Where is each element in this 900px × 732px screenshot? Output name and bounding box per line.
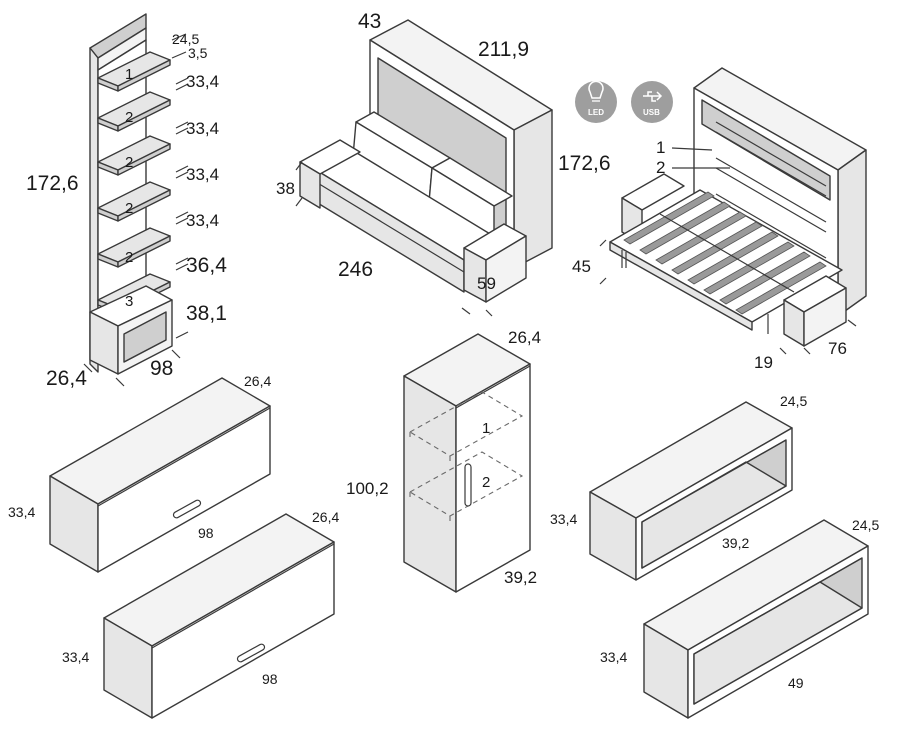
callout-1: 1 [656, 138, 665, 157]
led-icon-label: LED [588, 108, 604, 117]
cabinet-shelf-2: 2 [482, 474, 490, 491]
shelf-height-4-label: 33,4 [186, 211, 219, 230]
wall-bed-open-labels: 1 2 45 19 76 [572, 138, 847, 372]
wall-unit-upper-dimensions: 26,4 33,4 98 [8, 373, 271, 541]
open-depth-label: 76 [828, 339, 847, 358]
top-depth-label: 24,5 [172, 31, 199, 47]
cabinet-shelf-1: 1 [482, 420, 490, 437]
upper-shelf-depth-label: 24,5 [780, 393, 807, 409]
shelf-height-2-label: 33,4 [186, 119, 219, 138]
upper-unit-depth-label: 26,4 [244, 373, 271, 389]
lower-shelf-width-label: 49 [788, 675, 804, 691]
open-shelf-upper-drawing [589, 401, 793, 581]
open-shelf-lower-drawing [643, 519, 869, 719]
lower-unit-height-label: 33,4 [62, 649, 89, 665]
shelf-number-2a: 2 [125, 109, 133, 126]
arm-width-label: 59 [477, 274, 496, 293]
cabinet-depth-label: 26,4 [508, 328, 541, 347]
open-arm-width-label: 19 [754, 353, 773, 372]
sofa-depth-label: 38 [276, 179, 295, 198]
upper-unit-height-label: 33,4 [8, 504, 35, 520]
shelf-number-2b: 2 [125, 154, 133, 171]
cabinet-height-label: 100,2 [346, 479, 389, 498]
sofa-width-label: 246 [338, 258, 373, 281]
lower-shelf-height-label: 33,4 [600, 649, 627, 665]
shelf-height-1-label: 33,4 [186, 72, 219, 91]
cabinet-handle [464, 463, 472, 507]
bookcase-shelves [97, 51, 171, 314]
wall-unit-lower-drawing [103, 513, 335, 719]
wall-bed-closed-drawing [295, 19, 553, 317]
wall-unit-lower-dimensions: 26,4 33,4 98 [62, 509, 339, 687]
shelf-number-1: 1 [125, 66, 133, 83]
closed-width-label: 211,9 [478, 38, 529, 61]
wall-bed-open-drawing [599, 67, 867, 355]
upper-shelf-width-label: 39,2 [722, 535, 749, 551]
wall-bed-closed-dimensions: 43 211,9 172,6 38 246 59 [276, 10, 611, 293]
wall-unit-upper-drawing [49, 377, 271, 573]
top-thickness-label: 3,5 [188, 45, 208, 61]
shelf-number-3: 3 [125, 293, 133, 310]
callout-2: 2 [656, 158, 665, 177]
shelf-height-5-label: 36,4 [186, 254, 227, 277]
width-label: 98 [150, 357, 173, 380]
lower-unit-handle [236, 643, 266, 663]
open-shelf-upper-dimensions: 24,5 33,4 39,2 [550, 393, 807, 551]
closed-height-label: 172,6 [558, 152, 611, 175]
upper-unit-width-label: 98 [198, 525, 214, 541]
usb-icon-label: USB [643, 108, 660, 117]
total-height-label: 172,6 [26, 172, 79, 195]
closed-depth-label: 43 [358, 10, 381, 33]
bookcase-drawing [83, 13, 189, 387]
upper-unit-handle [172, 499, 202, 519]
upper-shelf-height-label: 33,4 [550, 511, 577, 527]
lower-unit-depth-label: 26,4 [312, 509, 339, 525]
cabinet-width-label: 39,2 [504, 568, 537, 587]
led-bulb-icon: LED [575, 80, 617, 123]
shelf-number-2c: 2 [125, 200, 133, 217]
cabinet-drawing [403, 333, 531, 593]
open-bed-height-label: 45 [572, 257, 591, 276]
cabinet-labels: 1 2 26,4 100,2 39,2 [346, 328, 541, 587]
lower-unit-width-label: 98 [262, 671, 278, 687]
open-shelf-lower-dimensions: 24,5 33,4 49 [600, 517, 879, 691]
depth-label: 26,4 [46, 367, 87, 390]
bookcase-dimensions: 24,5 3,5 33,4 33,4 33,4 33,4 36,4 38,1 1… [26, 31, 227, 390]
lower-shelf-depth-label: 24,5 [852, 517, 879, 533]
shelf-height-3-label: 33,4 [186, 165, 219, 184]
shelf-number-2d: 2 [125, 249, 133, 266]
bookcase-shelf-numbers: 1 2 2 2 2 3 [125, 66, 133, 310]
usb-icon: USB [631, 81, 673, 123]
shelf-height-6-label: 38,1 [186, 302, 227, 325]
